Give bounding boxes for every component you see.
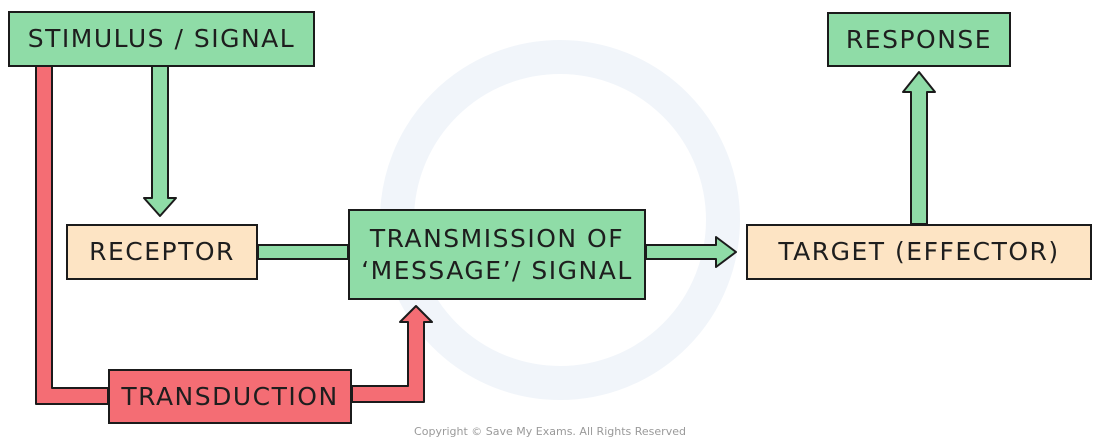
transduction-label: TRANSDUCTION <box>121 381 339 411</box>
response-box: RESPONSE <box>827 12 1011 67</box>
stimulus-signal-label: STIMULUS / SIGNAL <box>27 24 296 54</box>
receptor-to-transmission-connector <box>257 244 349 260</box>
transmission-to-target-arrow <box>645 236 737 268</box>
target-effector-label: TARGET (EFFECTOR) <box>778 237 1060 267</box>
response-label: RESPONSE <box>845 24 993 54</box>
target-effector-box: TARGET (EFFECTOR) <box>746 224 1092 280</box>
copyright-notice: Copyright © Save My Exams. All Rights Re… <box>414 425 686 438</box>
target-to-response-arrow <box>902 71 936 225</box>
receptor-label: RECEPTOR <box>89 237 235 267</box>
stimulus-to-receptor-arrow <box>143 65 177 217</box>
transduction-to-transmission-arrow <box>351 305 433 403</box>
transmission-label-line2: ‘MESSAGE’/ SIGNAL <box>361 255 633 285</box>
receptor-box: RECEPTOR <box>66 224 258 280</box>
transduction-box: TRANSDUCTION <box>108 369 352 424</box>
stimulus-signal-box: STIMULUS / SIGNAL <box>8 11 315 67</box>
transmission-label-line1: TRANSMISSION OF <box>369 224 625 254</box>
transmission-box: TRANSMISSION OF ‘MESSAGE’/ SIGNAL <box>348 209 646 300</box>
